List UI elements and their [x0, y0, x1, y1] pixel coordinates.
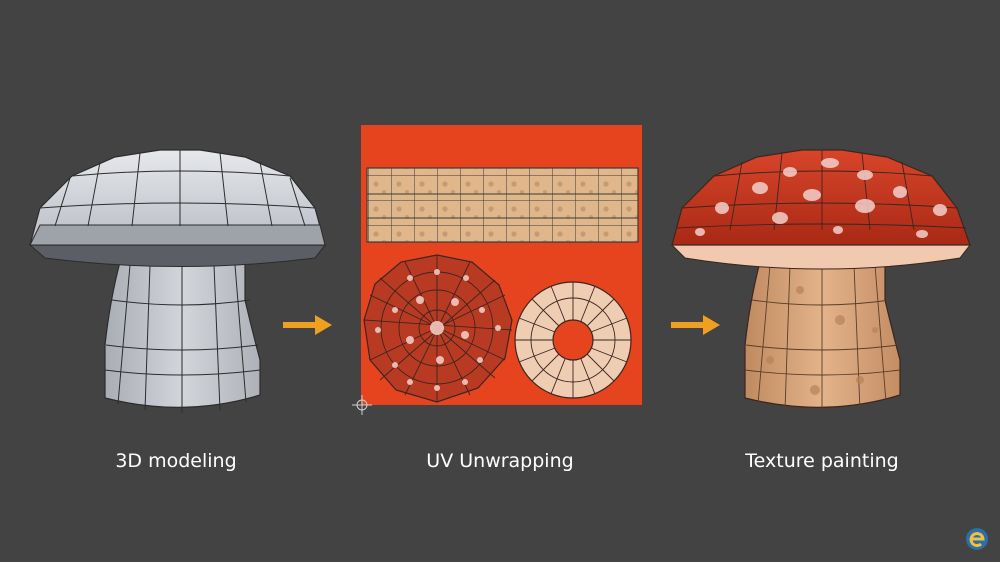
arrow-right-icon	[283, 315, 332, 335]
caption-texture-painting: Texture painting	[745, 450, 899, 472]
caption-3d-modeling: 3D modeling	[115, 450, 237, 472]
textured-mushroom	[670, 149, 972, 413]
uv-ring-island	[514, 281, 632, 399]
cursor-crosshair-icon	[352, 395, 372, 415]
arrow-right-icon	[671, 315, 720, 335]
uv-cap-island	[363, 254, 513, 403]
uv-map-panel	[352, 125, 642, 415]
caption-uv-unwrapping: UV Unwrapping	[426, 450, 574, 472]
e-logo-icon	[964, 526, 990, 552]
grey-mesh-mushroom	[28, 149, 327, 413]
